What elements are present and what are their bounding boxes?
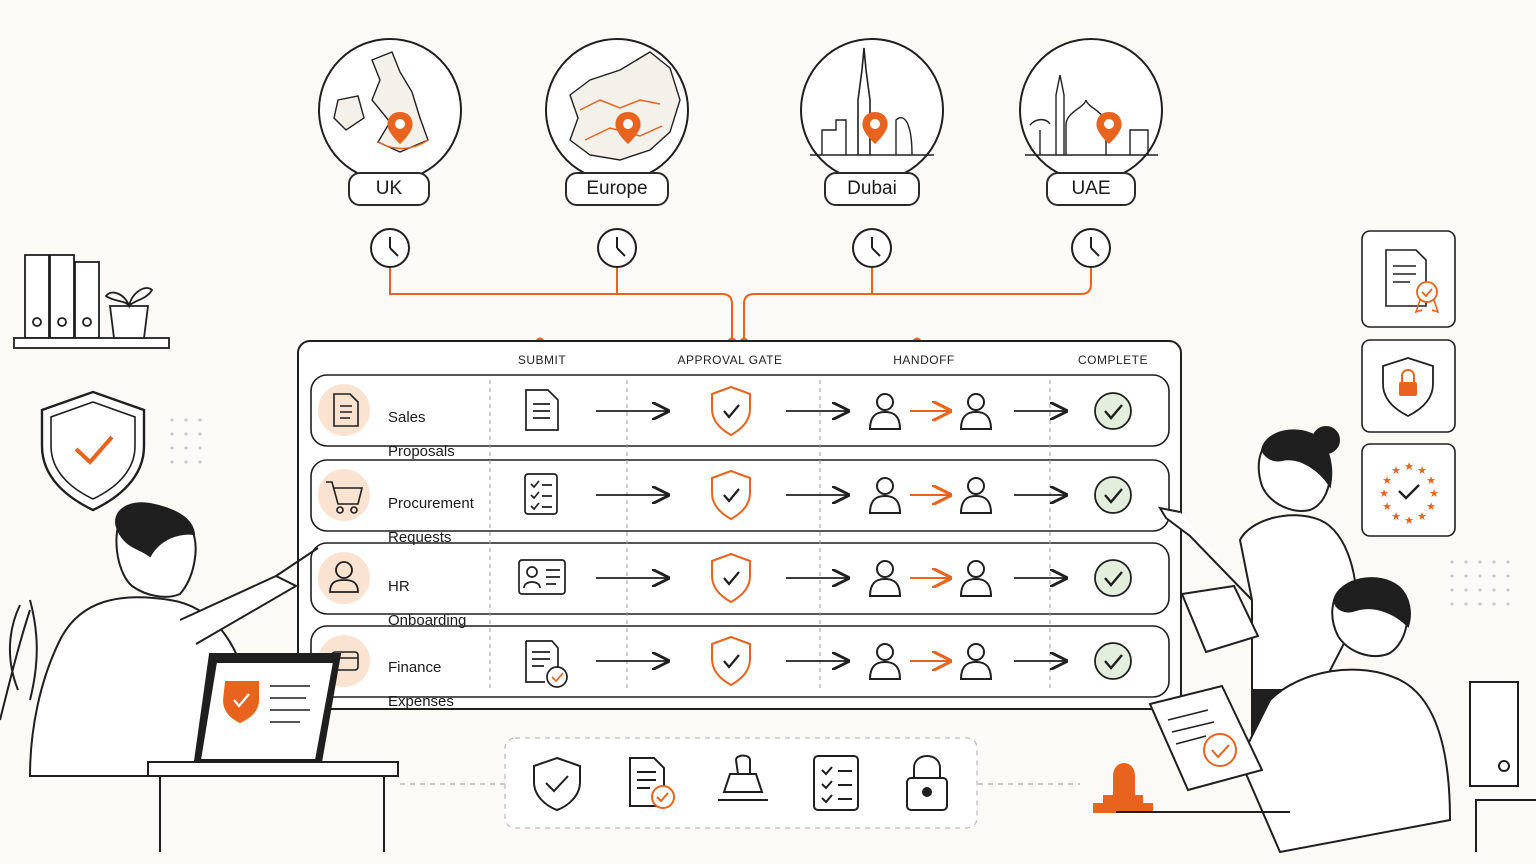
region-globe-europe — [545, 38, 689, 182]
row-label-line1: Sales — [388, 409, 426, 426]
row-label-line2: Requests — [388, 529, 452, 546]
row-label-line2: Proposals — [388, 443, 455, 460]
large-shield-icon — [40, 390, 146, 512]
side-badges: ★★★ ★★★ ★★★ ★★★ — [1361, 230, 1456, 537]
svg-text:★: ★ — [1417, 465, 1427, 477]
row-flows — [596, 385, 1133, 687]
row-label-line2: Expenses — [388, 693, 454, 710]
region-label-dubai: Dubai — [824, 172, 920, 206]
region-label-uk: UK — [348, 172, 430, 206]
svg-text:★: ★ — [1426, 475, 1436, 487]
clock-icon-uae — [1071, 228, 1111, 268]
row-label-line1: Finance — [388, 659, 442, 676]
svg-text:★: ★ — [1379, 488, 1389, 500]
row-label-sales-proposals: Sales Proposals — [388, 392, 455, 477]
svg-text:★: ★ — [1429, 488, 1439, 500]
row-label-line1: HR — [388, 578, 410, 595]
row-label-procurement-requests: Procurement Requests — [388, 478, 474, 563]
stage-complete: COMPLETE — [1077, 353, 1149, 367]
dot-grid-decor — [170, 418, 1510, 606]
row-icons — [318, 384, 370, 687]
compliance-toolbar — [400, 737, 1080, 829]
row-label-line1: Procurement — [388, 495, 474, 512]
clock-icon-dubai — [852, 228, 892, 268]
people-right-illustration — [1093, 426, 1536, 854]
region-globe-dubai — [800, 38, 944, 182]
region-label-uae: UAE — [1046, 172, 1136, 206]
row-label-hr-onboarding: HR Onboarding — [388, 561, 466, 646]
svg-text:★: ★ — [1391, 465, 1401, 477]
svg-text:★: ★ — [1382, 501, 1392, 513]
clock-icon-uk — [370, 228, 410, 268]
svg-text:★: ★ — [1391, 511, 1401, 523]
svg-text:★: ★ — [1417, 511, 1427, 523]
svg-text:★: ★ — [1404, 515, 1414, 527]
region-globe-uk — [318, 38, 462, 182]
region-connectors — [389, 268, 1092, 347]
row-label-finance-expenses: Finance Expenses — [388, 642, 454, 727]
region-globe-uae — [1019, 38, 1163, 182]
region-label-europe: Europe — [565, 172, 669, 206]
stage-approval-gate: APPROVAL GATE — [677, 353, 783, 367]
stage-submit: SUBMIT — [517, 353, 567, 367]
svg-text:★: ★ — [1382, 475, 1392, 487]
svg-text:★: ★ — [1404, 461, 1414, 473]
svg-text:★: ★ — [1426, 501, 1436, 513]
person-with-laptop-illustration — [0, 502, 399, 852]
row-label-line2: Onboarding — [388, 612, 467, 629]
clock-icon-europe — [597, 228, 637, 268]
shelf-decor — [13, 254, 170, 349]
submit-icons — [518, 389, 568, 688]
stage-handoff: HANDOFF — [893, 353, 955, 367]
